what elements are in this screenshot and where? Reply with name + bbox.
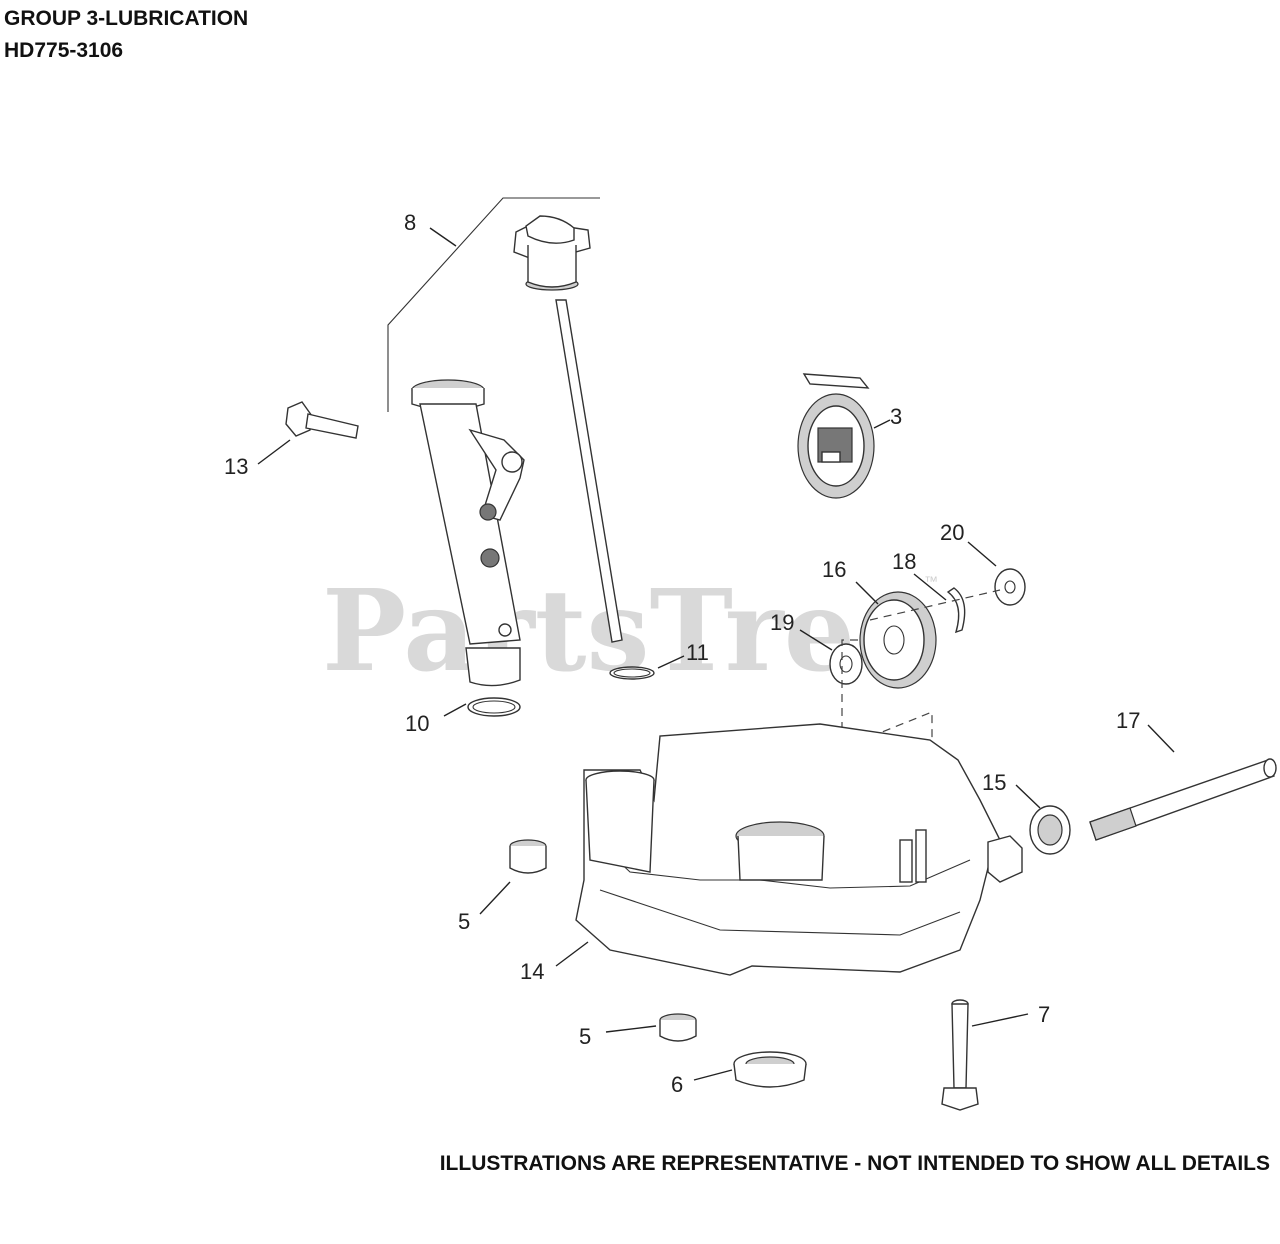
callout-15: 15 — [982, 770, 1006, 795]
watermark-trademark: ™ — [924, 573, 938, 589]
crankcase-cover-14 — [575, 723, 1023, 976]
gear-16 — [859, 591, 937, 689]
dipstick-rod — [555, 299, 623, 643]
diagram-title: GROUP 3-LUBRICATION — [4, 7, 249, 30]
dipstick-cap — [513, 215, 591, 291]
model-number: HD775-3106 — [4, 39, 124, 62]
hitch-pin-18 — [946, 587, 966, 634]
bolt-13 — [285, 401, 359, 439]
callout-8: 8 — [404, 210, 416, 235]
dipstick-tube — [411, 379, 525, 687]
callout-3: 3 — [890, 404, 902, 429]
oil-seal-6 — [733, 1051, 807, 1088]
bolt-7 — [941, 999, 979, 1111]
callout-5-upper: 5 — [458, 909, 470, 934]
callout-17: 17 — [1116, 708, 1140, 733]
callout-13: 13 — [224, 454, 248, 479]
callout-5-lower: 5 — [579, 1024, 591, 1049]
callout-10: 10 — [405, 711, 429, 736]
callout-14: 14 — [520, 959, 544, 984]
governor-gear-3 — [797, 373, 875, 499]
oil-seal-15 — [1029, 805, 1071, 855]
disclaimer-text: ILLUSTRATIONS ARE REPRESENTATIVE - NOT I… — [439, 1152, 1270, 1175]
callout-6: 6 — [671, 1072, 683, 1097]
callout-19: 19 — [770, 610, 794, 635]
callout-20: 20 — [940, 520, 964, 545]
callout-7: 7 — [1038, 1002, 1050, 1027]
assembly-bracket — [387, 197, 600, 412]
callout-18: 18 — [892, 549, 916, 574]
callout-16: 16 — [822, 557, 846, 582]
washer-20 — [994, 568, 1026, 606]
callout-11: 11 — [686, 640, 709, 665]
bushing-5-lower — [659, 1013, 697, 1042]
shaft-17 — [1089, 758, 1277, 841]
washer-19 — [829, 643, 863, 685]
bushing-5-upper — [509, 839, 547, 874]
